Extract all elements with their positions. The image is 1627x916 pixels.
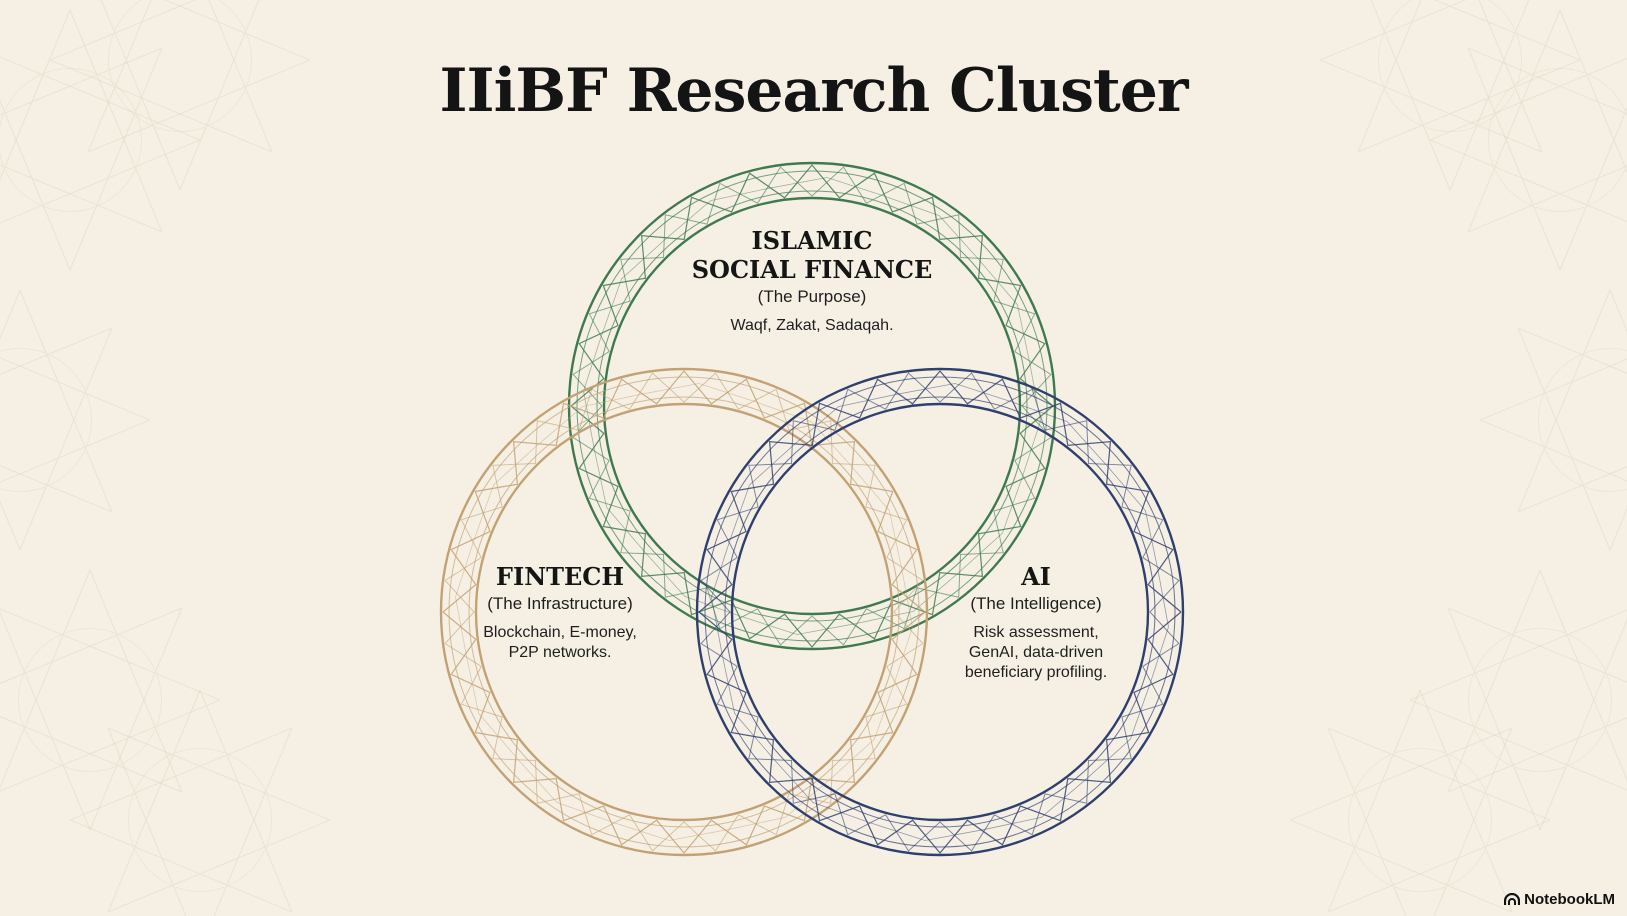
description-line: Waqf, Zakat, Sadaqah.	[730, 317, 894, 334]
heading-line: FINTECH	[495, 562, 625, 591]
description-line: GenAI, data-driven	[968, 644, 1104, 661]
brand-badge: NotebookLM	[1504, 891, 1615, 908]
description-line: Blockchain, E-money,	[483, 624, 637, 641]
circle-subtitle: (The Purpose)	[757, 287, 867, 306]
description-line: beneficiary profiling.	[964, 664, 1108, 681]
background-motif	[69, 689, 331, 916]
heading-line: ISLAMIC	[751, 226, 873, 255]
page-title: IIiBF Research Cluster	[439, 56, 1188, 126]
label-fintech: FINTECH (The Infrastructure) Blockchain, E…	[410, 562, 710, 663]
circle-heading: AI	[886, 562, 1186, 591]
background-motif	[1409, 569, 1627, 831]
heading-line: AI	[1021, 562, 1051, 591]
venn-rings	[439, 161, 1185, 857]
background-motif	[49, 0, 311, 191]
ring-ai	[695, 367, 1185, 857]
circle-heading: FINTECH	[410, 562, 710, 591]
background-motif	[0, 289, 151, 551]
circle-description: Blockchain, E-money, P2P networks.	[410, 623, 710, 663]
ring-fintech	[439, 367, 929, 857]
heading-line: SOCIAL FINANCE	[691, 255, 933, 284]
circle-description: Risk assessment, GenAI, data-driven benefi…	[886, 623, 1186, 683]
label-ai: AI (The Intelligence) Risk assessment, GenA…	[886, 562, 1186, 683]
description-line: P2P networks.	[508, 644, 612, 661]
circle-subtitle: (The Intelligence)	[970, 594, 1102, 613]
brand-name: NotebookLM	[1524, 891, 1615, 908]
description-line: Risk assessment,	[973, 624, 1099, 641]
background-motif	[0, 569, 221, 831]
background-motif	[0, 9, 201, 271]
background-motif	[1429, 9, 1627, 271]
ring-islamic-social-finance	[567, 161, 1057, 651]
background-motif	[1479, 289, 1627, 551]
circle-subtitle: (The Infrastructure)	[487, 594, 633, 613]
notebooklm-logo-icon	[1504, 893, 1521, 905]
background-motif	[1289, 689, 1551, 916]
circle-description: Waqf, Zakat, Sadaqah.	[662, 316, 962, 336]
background-motif	[1319, 0, 1581, 191]
